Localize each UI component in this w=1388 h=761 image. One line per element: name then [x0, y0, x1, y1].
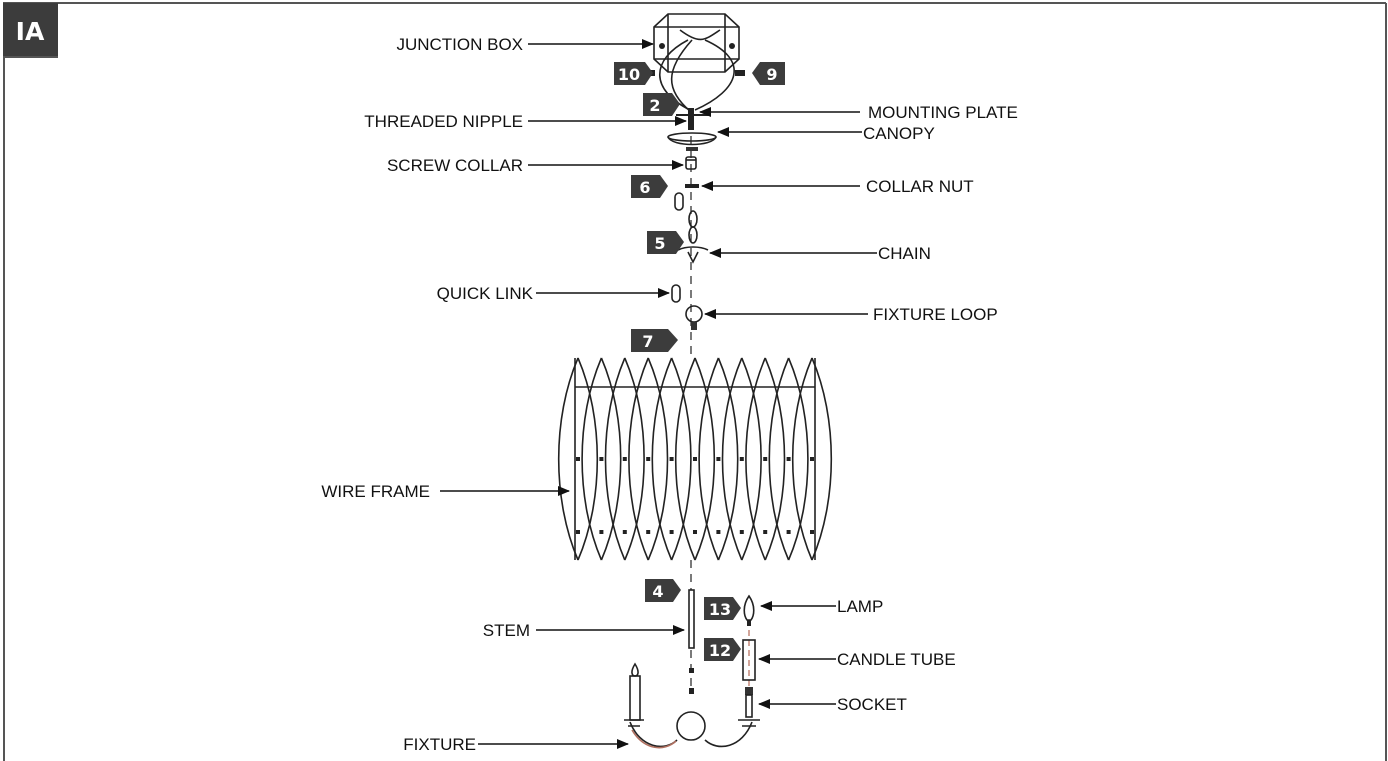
stem-part: [688, 589, 695, 694]
label-canopy: CANOPY: [863, 124, 935, 143]
step-badge-6: 6: [631, 175, 668, 198]
label-threaded-nipple: THREADED NIPPLE: [364, 112, 523, 131]
step-badge-13: 13: [704, 597, 741, 620]
quick-link-part-upper: [674, 192, 684, 211]
label-junction-box: JUNCTION BOX: [396, 35, 523, 54]
step-badge-2: 2: [643, 93, 680, 116]
label-socket: SOCKET: [837, 695, 907, 714]
svg-text:13: 13: [709, 600, 731, 619]
screw-collar-part: [685, 156, 697, 170]
label-quick-link: QUICK LINK: [437, 284, 534, 303]
leader-lines: [440, 39, 877, 749]
label-candle-tube: CANDLE TUBE: [837, 650, 956, 669]
label-stem: STEM: [483, 621, 530, 640]
canopy-part: [667, 132, 717, 151]
svg-text:6: 6: [639, 178, 650, 197]
step-badge-7: 7: [631, 329, 678, 352]
svg-text:2: 2: [649, 96, 660, 115]
label-fixture-loop: FIXTURE LOOP: [873, 305, 998, 324]
step-badge-12: 12: [704, 638, 741, 661]
candle-tube-part: [742, 639, 756, 681]
label-lamp: LAMP: [837, 597, 883, 616]
label-screw-collar: SCREW COLLAR: [387, 156, 523, 175]
quick-link-part: [671, 284, 681, 303]
svg-text:7: 7: [642, 332, 653, 351]
svg-text:5: 5: [654, 234, 665, 253]
label-fixture: FIXTURE: [403, 735, 476, 754]
step-badge-4: 4: [645, 579, 681, 602]
wire-frame-part: [557, 357, 833, 561]
lamp-part: [743, 594, 755, 626]
collar-nut-part: [685, 184, 699, 188]
svg-text:9: 9: [766, 65, 777, 84]
figure-id-text: IA: [16, 17, 45, 46]
fixture-loop-part: [685, 305, 703, 330]
svg-text:12: 12: [709, 641, 731, 660]
svg-text:10: 10: [618, 65, 640, 84]
label-chain: CHAIN: [878, 244, 931, 263]
fixture-part: [624, 662, 760, 749]
step-badge-9: 9: [752, 62, 785, 85]
socket-part: [745, 687, 753, 718]
junction-box-part: [653, 13, 740, 73]
label-collar-nut: COLLAR NUT: [866, 177, 974, 196]
label-wire-frame: WIRE FRAME: [321, 482, 430, 501]
step-badge-5: 5: [647, 231, 684, 254]
figure-frame: [3, 2, 1387, 761]
svg-text:4: 4: [652, 582, 663, 601]
label-mounting-plate: MOUNTING PLATE: [868, 103, 1018, 122]
chain-part: [677, 210, 709, 264]
figure-id-badge: IA: [3, 3, 58, 56]
step-badge-10: 10: [614, 62, 653, 85]
